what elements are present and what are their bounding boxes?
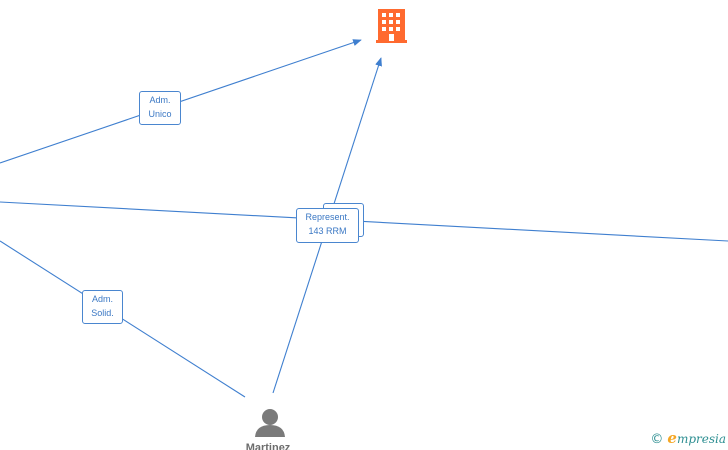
- edge-label-line: 143 RRM: [308, 226, 347, 236]
- edge-label-line: Adm.: [91, 294, 113, 304]
- brand-initial: e: [667, 429, 677, 447]
- edge-represent[interactable]: [0, 201, 728, 242]
- edge-label-adm-unico[interactable]: Adm. Unico: [139, 91, 181, 125]
- edge-label-represent[interactable]: Represent. 143 RRM: [296, 208, 359, 243]
- copyright-symbol: ©: [650, 432, 664, 447]
- person-icon[interactable]: [255, 409, 285, 437]
- edge-label-line: Represent.: [305, 212, 350, 222]
- building-icon[interactable]: [376, 9, 407, 43]
- edge-adm-solid[interactable]: [0, 240, 246, 398]
- edge-label-line: Adm.: [149, 95, 171, 105]
- edge-label-line: Solid.: [91, 308, 114, 318]
- brand-name: mpresia: [676, 432, 726, 446]
- person-name-label[interactable]: Martinez: [245, 442, 291, 450]
- empresia-watermark: ©empresia: [650, 429, 726, 447]
- edge-label-line: Unico: [148, 109, 172, 119]
- edge-label-adm-solid[interactable]: Adm. Solid.: [82, 290, 123, 324]
